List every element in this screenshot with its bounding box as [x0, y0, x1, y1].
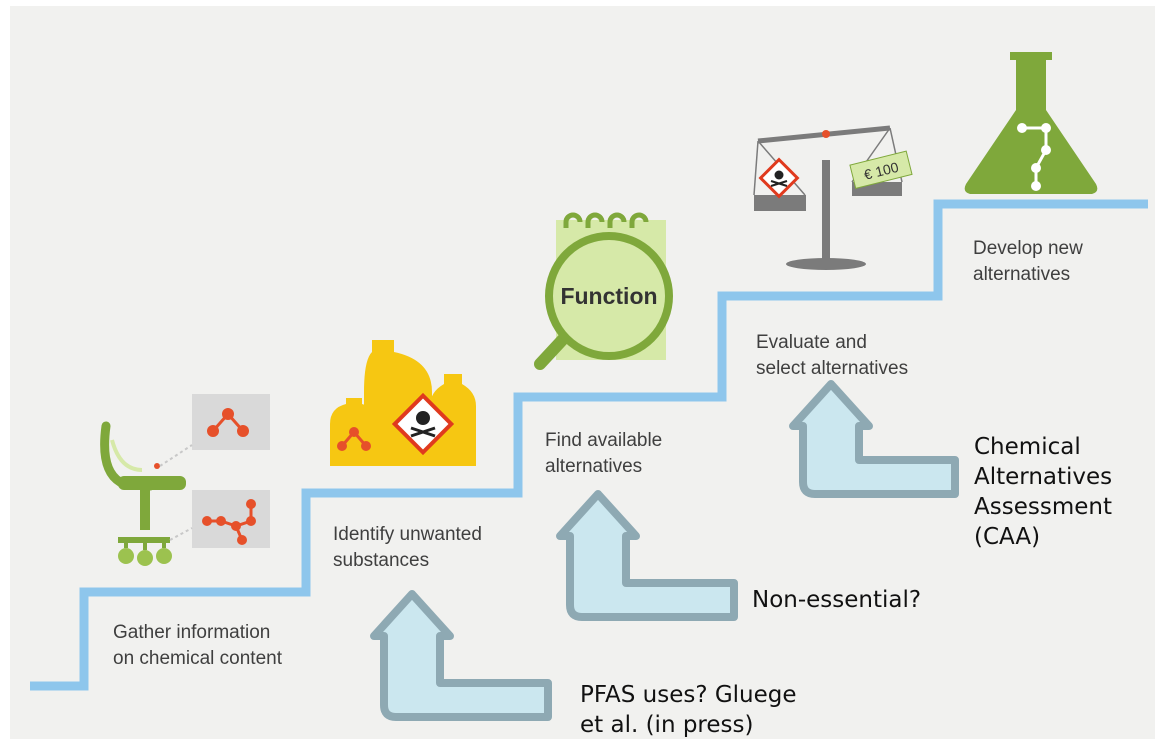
annotation-pfas: PFAS uses? Gluege et al. (in press): [580, 682, 797, 738]
step-label-evaluate: Evaluate and select alternatives: [756, 332, 909, 379]
staircase-line: [30, 199, 1148, 691]
step-label-find: Find available alternatives: [545, 430, 663, 477]
arrow-caa: [789, 380, 959, 498]
skull-hazard-icon: [758, 157, 800, 199]
hazard-bottles-icon: [330, 340, 476, 466]
molecule-card-top-icon: [159, 394, 270, 467]
skull-hazard-icon: [391, 392, 455, 456]
price-tag-icon: € 100: [849, 150, 913, 190]
annotation-caa: Chemical Alternatives Assessment (CAA): [974, 434, 1113, 550]
chair-icon: [100, 421, 186, 566]
magnifier-label: Function: [560, 283, 657, 309]
step-label-identify: Identify unwanted substances: [333, 524, 482, 571]
arrow-pfas: [370, 590, 552, 721]
step-label-gather: Gather information on chemical content: [113, 622, 282, 669]
balance-scale-icon: € 100: [753, 125, 913, 270]
arrow-non-essential: [556, 490, 738, 621]
step-label-develop: Develop new alternatives: [973, 238, 1083, 285]
notepad-magnifier-icon: Function: [534, 212, 673, 370]
flask-icon: [964, 52, 1098, 194]
molecule-card-bottom-icon: [169, 490, 270, 548]
annotation-non-essential: Non-essential?: [752, 587, 922, 613]
